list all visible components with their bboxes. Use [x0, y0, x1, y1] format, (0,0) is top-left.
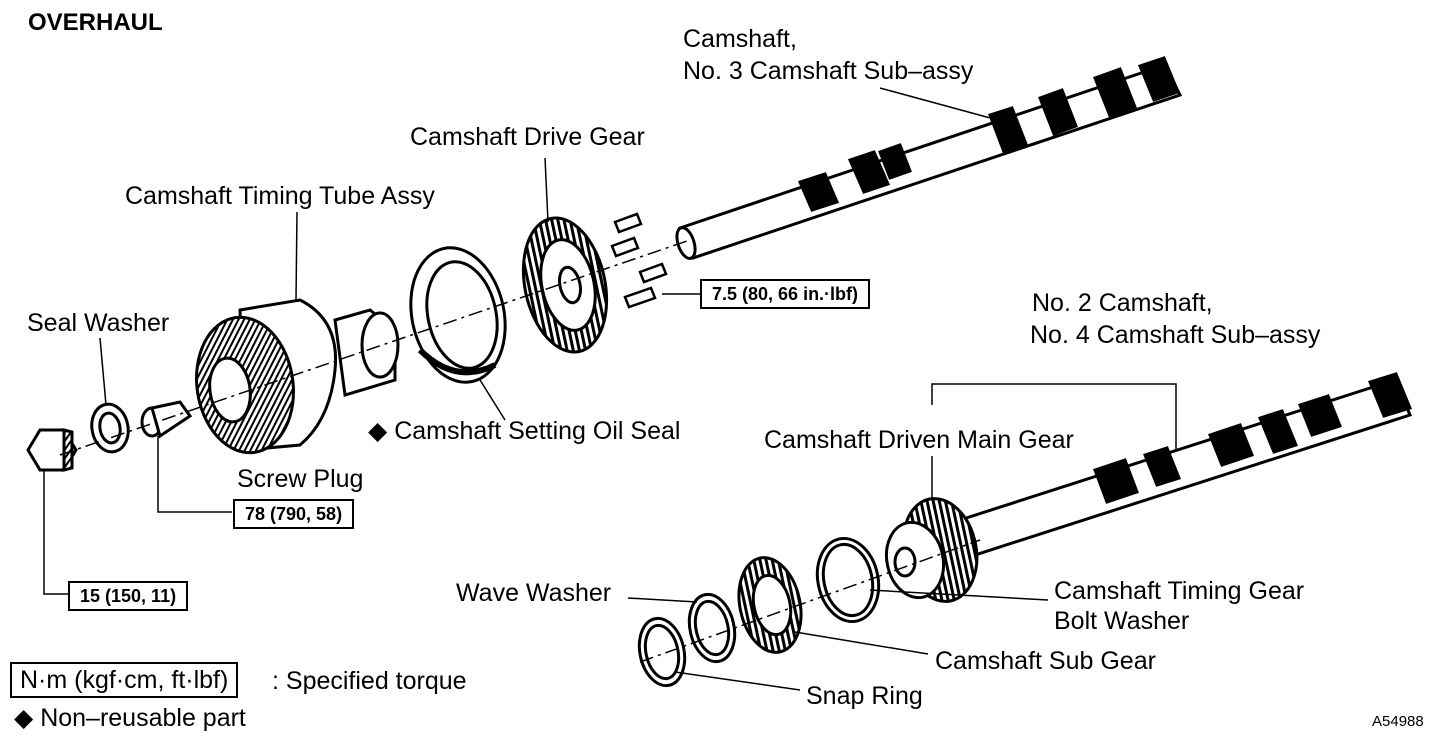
torque-box-screw-plug: 78 (790, 58): [233, 499, 355, 529]
legend-diamond-symbol: ◆: [14, 704, 34, 732]
nut: [26, 428, 78, 472]
camshaft-sub-gear: [737, 556, 803, 654]
camshaft-drive-gear: [521, 216, 609, 354]
lower-axis-line: [639, 539, 981, 663]
drive-gear-bolts: [610, 212, 668, 309]
upper-camshaft-lobes: [797, 56, 1180, 212]
camshaft-timing-tube-assy: [195, 298, 400, 455]
screw-plug: [140, 400, 193, 439]
leader-lines: [43, 87, 1177, 691]
figure-id: A54988: [1372, 713, 1424, 730]
snap-ring: [637, 616, 687, 688]
wave-washer: [687, 592, 737, 664]
camshaft-driven-main-gear: [884, 497, 979, 603]
legend-torque-box: N·m (kgf·cm, ft·lbf): [10, 662, 239, 698]
label-camshaft-sub-gear: Camshaft Sub Gear: [935, 647, 1156, 675]
upper-camshaft: [675, 56, 1183, 260]
legend-non-reusable: ◆ Non–reusable part: [14, 703, 246, 733]
torque-box-bolts: 7.5 (80, 66 in.·lbf): [700, 279, 871, 309]
label-wave-washer: Wave Washer: [456, 579, 612, 607]
legend-torque-text: : Specified torque: [272, 667, 467, 695]
label-camshaft-timing-gear: Camshaft Timing Gear: [1054, 577, 1305, 605]
label-no4-camshaft-sub-assy: No. 4 Camshaft Sub–assy: [1030, 321, 1321, 349]
torque-box-nut: 15 (150, 11): [68, 581, 189, 611]
camshaft-setting-oil-seal: [409, 246, 507, 384]
lower-camshaft-lobes: [1093, 372, 1413, 504]
camshaft-timing-gear-bolt-washer: [815, 536, 881, 624]
label-camshaft-timing-tube-assy: Camshaft Timing Tube Assy: [125, 182, 435, 210]
label-snap-ring: Snap Ring: [806, 682, 923, 710]
page-title: OVERHAUL: [28, 9, 163, 36]
label-bolt-washer: Bolt Washer: [1054, 607, 1190, 635]
label-oil-seal-text: Camshaft Setting Oil Seal: [394, 417, 681, 445]
label-seal-washer: Seal Washer: [27, 309, 170, 337]
label-no2-camshaft: No. 2 Camshaft,: [1032, 289, 1213, 317]
seal-washer: [90, 402, 130, 454]
upper-axis-line: [59, 239, 691, 456]
label-camshaft-drive-gear: Camshaft Drive Gear: [410, 123, 645, 151]
legend-non-reusable-text: Non–reusable part: [40, 704, 246, 732]
non-reusable-symbol: ◆: [368, 417, 388, 445]
label-camshaft-driven-main-gear: Camshaft Driven Main Gear: [764, 426, 1074, 454]
label-camshaft: Camshaft,: [683, 25, 797, 53]
label-no3-camshaft-sub-assy: No. 3 Camshaft Sub–assy: [683, 57, 974, 85]
label-camshaft-setting-oil-seal: ◆ Camshaft Setting Oil Seal: [368, 416, 680, 446]
lower-camshaft: [957, 372, 1413, 557]
label-screw-plug: Screw Plug: [237, 465, 364, 493]
